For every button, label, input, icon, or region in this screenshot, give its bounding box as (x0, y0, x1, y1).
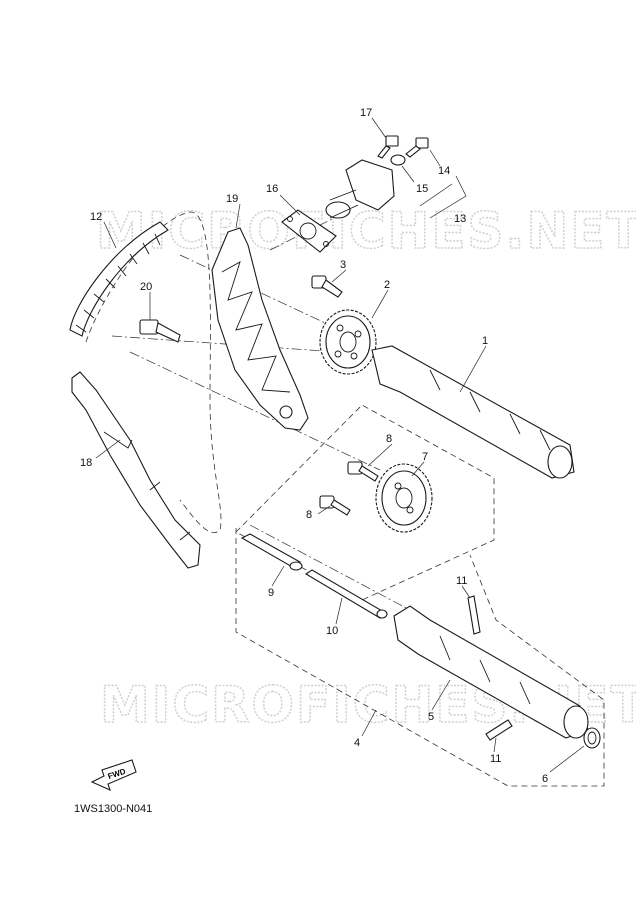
callout-18: 18 (80, 457, 92, 469)
chain-path (85, 211, 222, 533)
callout-7: 7 (422, 451, 428, 463)
chain-guide-19 (211, 227, 309, 431)
callout-9: 9 (268, 587, 274, 599)
bolt-14 (405, 137, 429, 158)
callout-11-upper: 11 (456, 575, 467, 587)
group-boundary-intake (235, 404, 495, 601)
shaft-9 (240, 533, 303, 571)
callout-3: 3 (340, 259, 346, 271)
centerline-3 (129, 351, 381, 471)
callout-14: 14 (438, 165, 450, 177)
camshaft-1 (371, 345, 575, 479)
diagram-code: 1WS1300-N041 (74, 803, 153, 815)
callout-8-lower: 8 (306, 509, 312, 521)
callout-15: 15 (416, 183, 428, 195)
gasket-16 (281, 209, 337, 253)
pin-11-lower (485, 719, 513, 741)
fwd-arrow-icon: FWD (90, 759, 137, 792)
bolt-3 (311, 275, 343, 298)
bolt-8-upper (347, 461, 379, 482)
bolt-20 (139, 319, 181, 343)
shaft-10 (304, 569, 388, 619)
centerline-1 (179, 254, 341, 331)
ring-6 (583, 727, 601, 749)
callout-20: 20 (140, 281, 152, 293)
watermark-top: MICROFICHES.NET (96, 202, 636, 260)
chain-guide-18 (71, 371, 201, 569)
callout-8-upper: 8 (386, 433, 392, 445)
callout-4: 4 (354, 737, 360, 749)
callout-6: 6 (542, 773, 548, 785)
callout-17: 17 (360, 107, 372, 119)
callout-13: 13 (454, 213, 466, 225)
callout-19: 19 (226, 193, 238, 205)
leader-lines (95, 117, 585, 773)
callout-16: 16 (266, 183, 278, 195)
callout-11-lower: 11 (490, 753, 501, 765)
callout-2: 2 (384, 279, 390, 291)
centerline-5 (249, 524, 411, 611)
timing-chain (69, 221, 169, 337)
sprocket-7 (375, 463, 433, 533)
group-boundary-exhaust (235, 528, 605, 787)
bolt-8-lower (319, 495, 351, 516)
callout-5: 5 (428, 711, 434, 723)
tensioner-13 (325, 159, 395, 219)
sprocket-2 (319, 309, 377, 375)
camshaft-5 (393, 605, 589, 739)
callout-10: 10 (326, 625, 338, 637)
pin-11-upper (467, 595, 481, 635)
callout-1: 1 (482, 335, 488, 347)
callout-12: 12 (90, 211, 102, 223)
washer-15 (390, 154, 406, 166)
bolt-17 (377, 135, 399, 159)
